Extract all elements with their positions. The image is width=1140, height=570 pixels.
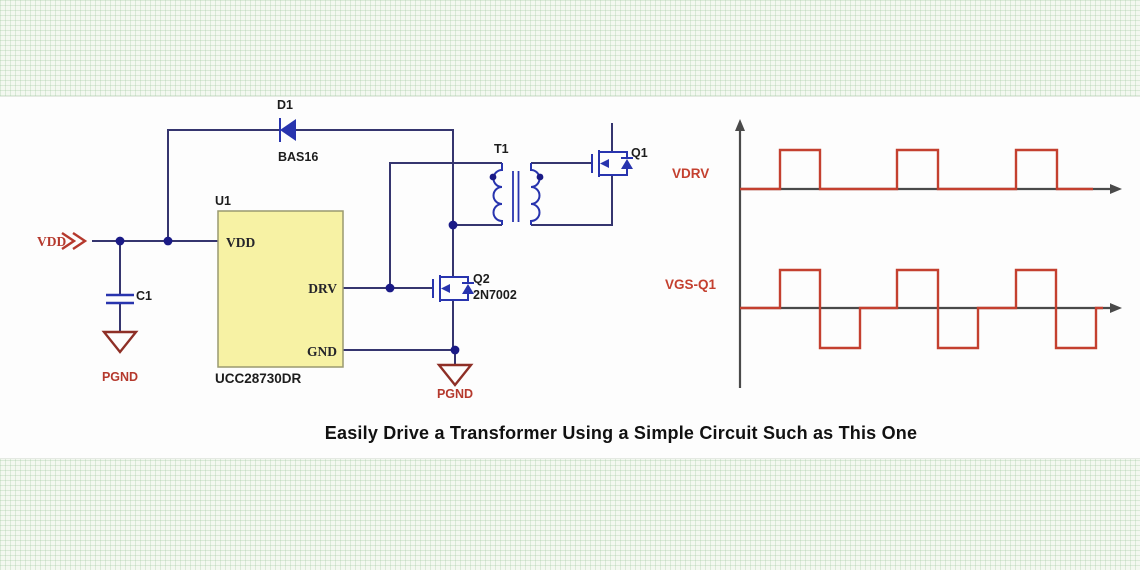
- capacitor-c1-icon: [106, 293, 134, 305]
- t1-refdes: T1: [494, 142, 509, 156]
- junction-dot: [115, 236, 125, 246]
- decorative-grid-band-top: [0, 0, 1140, 97]
- q2-part-number: 2N7002: [473, 288, 517, 302]
- vgs-q1-waveform-trace: [740, 268, 1103, 350]
- wire-drv-to-primary-top: [389, 162, 502, 288]
- figure-caption: Easily Drive a Transformer Using a Simpl…: [324, 423, 918, 443]
- u1-part-number: UCC28730DR: [215, 371, 302, 386]
- vdrv-waveform-label: VDRV: [672, 166, 709, 181]
- transformer-t1-icon: [489, 163, 544, 225]
- u1-pin-vdd-label: VDD: [226, 235, 255, 250]
- q1-leads: [599, 151, 628, 176]
- diode-d1-icon: [279, 118, 296, 142]
- vdd-port-label: VDD: [37, 234, 66, 249]
- axis-arrow-right-icon: [1110, 184, 1122, 194]
- wire-d1-anode-to-primary: [296, 129, 454, 225]
- transformer-core: [512, 171, 520, 222]
- q2-body-diode-triangle: [462, 284, 474, 294]
- axis-arrow-right-icon: [1110, 303, 1122, 313]
- ic-u1-body: [217, 210, 344, 368]
- u1-pin-drv-label: DRV: [308, 281, 337, 296]
- q2-arrow: [441, 284, 450, 293]
- c1-refdes: C1: [136, 289, 152, 303]
- decorative-grid-band-bottom: [0, 458, 1140, 570]
- mosfet-q1-icon: [591, 150, 633, 177]
- d1-part-number: BAS16: [278, 150, 318, 164]
- u1-refdes: U1: [215, 194, 231, 208]
- vgs-q1-waveform-label: VGS-Q1: [665, 277, 717, 292]
- u1-pin-gnd-label: GND: [307, 344, 337, 359]
- waveform-axes: [735, 119, 1122, 388]
- secondary-winding: [530, 163, 541, 225]
- junction-dot: [448, 220, 458, 230]
- junction-dot: [163, 236, 173, 246]
- vdrv-waveform-trace: [740, 148, 1093, 191]
- wire-vdd-to-d1-cathode: [167, 129, 280, 241]
- secondary-polarity-dot: [536, 173, 544, 181]
- q2-leads: [440, 276, 469, 301]
- junction-dots: [115, 220, 460, 355]
- junction-dot: [385, 283, 395, 293]
- mosfet-q2-icon: [432, 275, 474, 302]
- q1-body-diode-triangle: [621, 159, 633, 169]
- vdd-port-chevron-icon: [61, 232, 88, 250]
- junction-dot: [450, 345, 460, 355]
- d1-refdes: D1: [277, 98, 293, 112]
- primary-winding: [492, 163, 503, 225]
- wire-secondary-bottom-to-q1-source: [531, 175, 613, 226]
- q1-arrow: [600, 159, 609, 168]
- q2-refdes: Q2: [473, 272, 490, 286]
- primary-polarity-dot: [489, 173, 497, 181]
- pgnd-ground-icon-right: [436, 363, 474, 387]
- diode-triangle: [280, 119, 296, 141]
- q1-refdes: Q1: [631, 146, 648, 160]
- pgnd-label-left: PGND: [102, 370, 138, 384]
- circuit-wires: [92, 123, 613, 365]
- pgnd-ground-icon-left: [101, 330, 139, 354]
- pgnd-label-right: PGND: [437, 387, 473, 401]
- axis-arrow-up-icon: [735, 119, 745, 131]
